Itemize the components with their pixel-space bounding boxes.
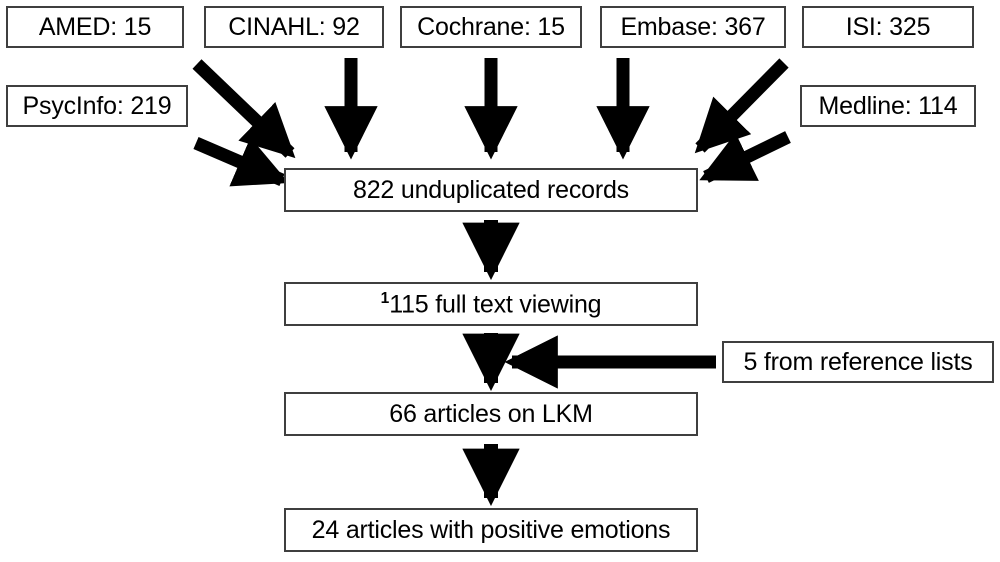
source-label-isi: ISI: 325 <box>845 12 931 41</box>
stage-box-articles-on-lkm: 66 articles on LKM <box>284 392 698 436</box>
stage-box-full-text-viewing: 1115 full text viewing <box>284 282 698 326</box>
stage-label-full-text-viewing-text: 115 full text viewing <box>389 290 602 319</box>
arrow-medline-to-unduplicated <box>699 131 791 183</box>
stage-label-articles-on-lkm: 66 articles on LKM <box>389 399 593 428</box>
arrow-amed-to-unduplicated <box>192 59 296 159</box>
source-box-psycinfo: PsycInfo: 219 <box>6 85 188 127</box>
source-box-cinahl: CINAHL: 92 <box>204 6 384 48</box>
source-label-psycinfo: PsycInfo: 219 <box>22 91 172 120</box>
source-label-amed: AMED: 15 <box>38 12 152 41</box>
source-label-cinahl: CINAHL: 92 <box>228 12 360 41</box>
arrow-isi-to-unduplicated <box>694 58 789 154</box>
stage-label-unduplicated-records: 822 unduplicated records <box>353 175 629 204</box>
source-label-cochrane: Cochrane: 15 <box>417 12 565 41</box>
stage-label-full-text-viewing: 1115 full text viewing <box>381 291 602 317</box>
stage-label-articles-positive-emotions: 24 articles with positive emotions <box>311 515 671 544</box>
footnote-marker-1: 1 <box>380 289 390 307</box>
side-box-reference-lists: 5 from reference lists <box>722 341 994 383</box>
source-box-amed: AMED: 15 <box>6 6 184 48</box>
source-box-cochrane: Cochrane: 15 <box>400 6 582 48</box>
stage-box-unduplicated-records: 822 unduplicated records <box>284 168 698 212</box>
source-label-embase: Embase: 367 <box>620 12 766 41</box>
source-box-embase: Embase: 367 <box>600 6 786 48</box>
source-box-medline: Medline: 114 <box>800 85 976 127</box>
side-label-reference-lists: 5 from reference lists <box>743 347 973 376</box>
arrow-psycinfo-to-unduplicated <box>193 137 289 187</box>
source-label-medline: Medline: 114 <box>818 91 958 120</box>
stage-box-articles-positive-emotions: 24 articles with positive emotions <box>284 508 698 552</box>
source-box-isi: ISI: 325 <box>802 6 974 48</box>
